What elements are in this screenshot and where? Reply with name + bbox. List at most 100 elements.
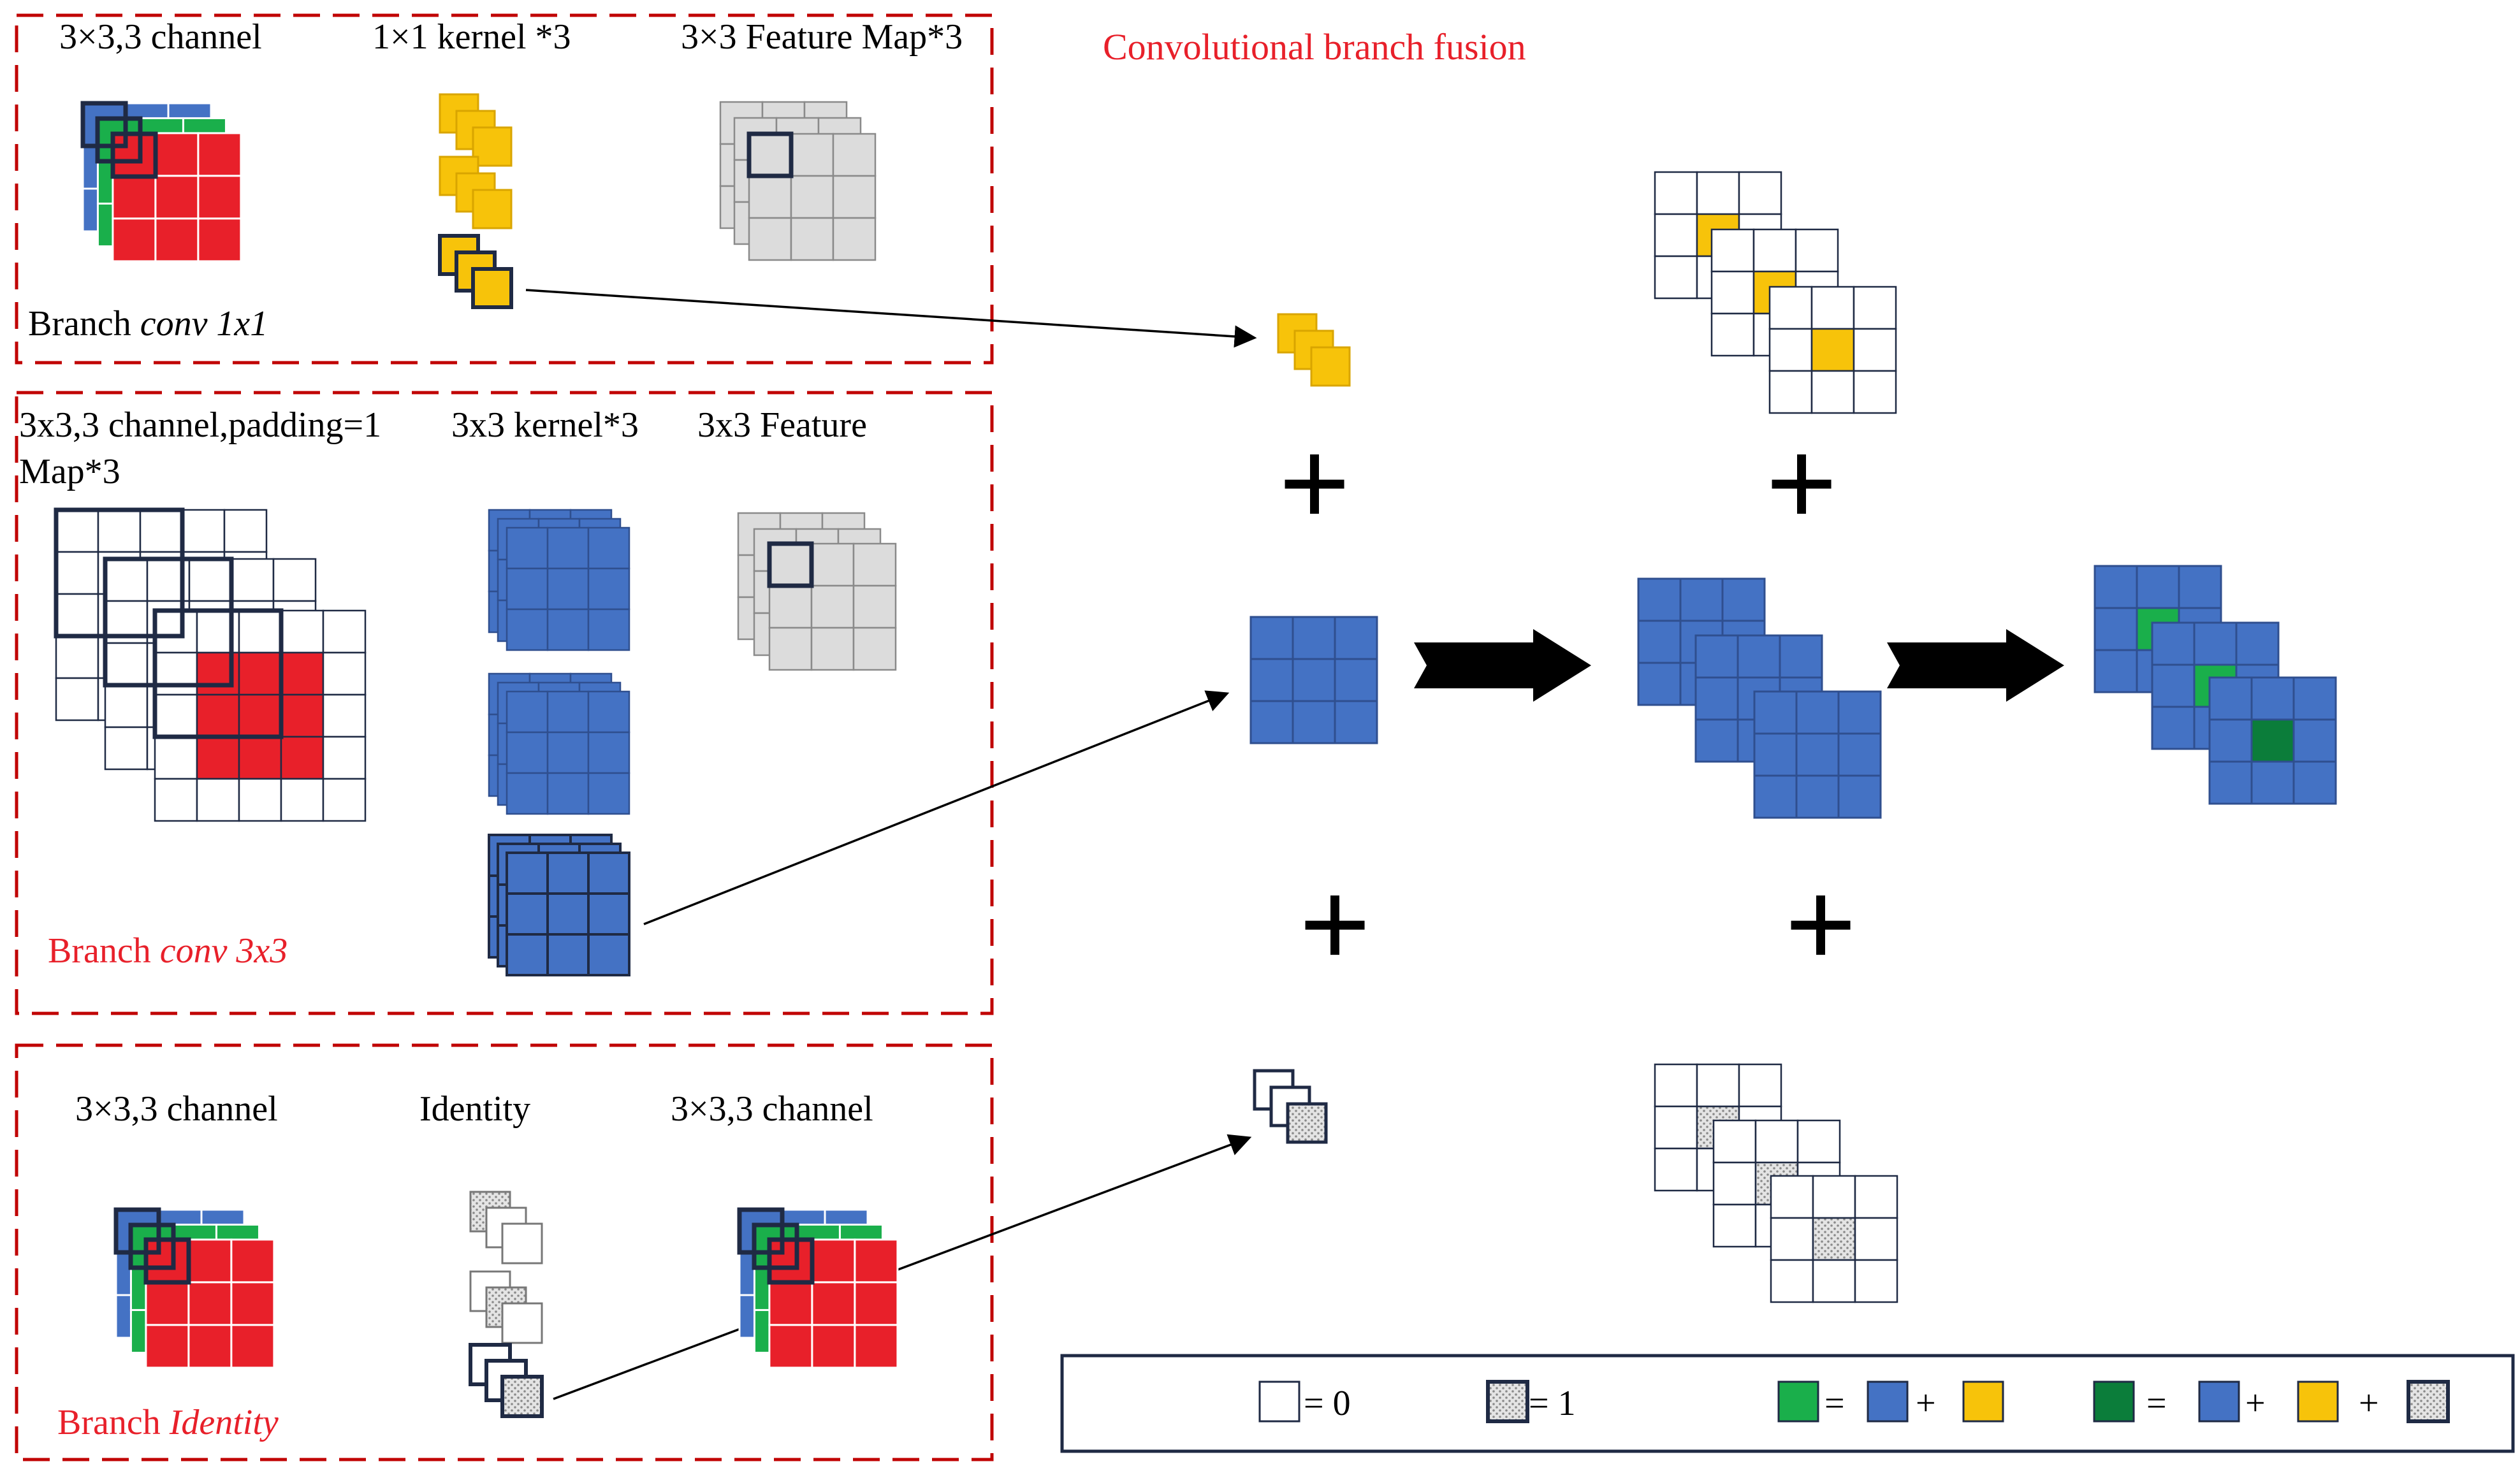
expanded-identity-cell	[1854, 1259, 1898, 1303]
padded-input-cell	[196, 778, 240, 822]
kernel-3x3-cell	[546, 933, 590, 976]
padded-input-cell	[238, 609, 282, 654]
fused-result-cell	[2094, 565, 2138, 609]
kernel-3x3-cell	[506, 690, 549, 734]
fused-identity-kernel	[1286, 1102, 1328, 1144]
branch-3x3-frame	[15, 391, 994, 1015]
kernel-3x3-cell	[506, 526, 549, 570]
padded-input-cell	[97, 509, 142, 553]
legend-one-swatch	[2407, 1380, 2450, 1423]
expanded-1x1-cell	[1810, 328, 1855, 372]
expanded-identity-cell	[1812, 1259, 1856, 1303]
input-channel-red	[112, 175, 157, 220]
feature-map-cell	[810, 627, 855, 671]
expanded-identity-cell	[1712, 1119, 1757, 1164]
stacked-3x3-cell	[1737, 634, 1781, 679]
window-highlight	[95, 116, 143, 164]
branch-1x1-input-label: 3×3,3 channel	[59, 17, 262, 57]
fused-result-cell	[2151, 663, 2196, 708]
legend-plus-text: +	[1916, 1384, 1936, 1423]
plus-sign: +	[1784, 855, 1857, 996]
branch-identity-input-label: 3×3,3 channel	[75, 1089, 278, 1129]
branch-3x3-title: Branch conv 3x3	[48, 931, 288, 971]
output-channel-red	[811, 1324, 856, 1369]
merge-arrow	[1414, 629, 1591, 702]
kernel-3x3-cell	[506, 892, 549, 936]
input-channel-red	[187, 1324, 233, 1369]
expanded-1x1-cell	[1752, 228, 1797, 273]
input-channel-red	[145, 1238, 190, 1284]
fused-3x3-kernel-cell	[1334, 616, 1378, 660]
expanded-1x1-cell	[1710, 270, 1755, 315]
padded-input-cell	[322, 778, 367, 822]
branch-identity-title: Branch Identity	[57, 1403, 279, 1442]
stacked-3x3-cell	[1637, 620, 1682, 664]
window-highlight	[152, 608, 284, 739]
expanded-identity-cell	[1796, 1119, 1841, 1164]
stacked-3x3-cell	[1795, 690, 1840, 735]
stacked-3x3-cell	[1694, 676, 1739, 721]
input-channel-red	[145, 1324, 190, 1369]
output-channel-red	[811, 1281, 856, 1326]
feature-map-cell	[852, 542, 897, 587]
expanded-identity-cell	[1812, 1175, 1856, 1219]
padded-input-cell	[188, 558, 233, 602]
window-highlight	[143, 1237, 191, 1285]
padded-input-cell	[154, 736, 198, 780]
expanded-1x1-cell	[1810, 370, 1855, 414]
kernel-3x3-cell	[587, 851, 630, 895]
plus-sign: +	[1278, 414, 1351, 554]
kernel-3x3-cell	[506, 851, 549, 895]
expanded-identity-cell	[1654, 1105, 1698, 1150]
expanded-1x1-cell	[1654, 255, 1698, 300]
window-highlight	[752, 1222, 799, 1270]
feature-map-cell	[748, 217, 792, 261]
expanded-1x1-cell	[1810, 286, 1855, 330]
output-channel-red	[768, 1324, 813, 1369]
branch-3x3-input-label-2: Map*3	[19, 452, 120, 491]
stacked-3x3-cell	[1753, 732, 1798, 777]
expanded-1x1-cell	[1654, 171, 1698, 215]
padded-input-cell	[196, 736, 240, 780]
legend-zero-swatch	[1258, 1380, 1300, 1423]
input-channel-red	[230, 1324, 275, 1369]
fused-3x3-kernel-cell	[1292, 658, 1336, 702]
expanded-1x1-cell	[1795, 228, 1839, 273]
expanded-1x1-cell	[1738, 171, 1782, 215]
window-highlight	[110, 131, 158, 179]
legend-yellow-swatch	[1962, 1380, 2004, 1423]
padded-input-cell	[280, 693, 324, 738]
feature-map-cell	[832, 217, 877, 261]
kernel-3x3-cell	[506, 608, 549, 651]
legend-eq-text: =	[2146, 1384, 2167, 1423]
connector-arrow	[525, 289, 1257, 348]
output-channel-red	[854, 1238, 899, 1284]
kernel-3x3-cell	[587, 567, 630, 611]
input-channel-red	[230, 1281, 275, 1326]
fused-result-cell	[2235, 621, 2280, 666]
expanded-identity-cell	[1712, 1161, 1757, 1206]
stacked-3x3-cell	[1637, 662, 1682, 706]
feature-map-cell	[790, 217, 834, 261]
window-highlight	[737, 1207, 785, 1255]
kernel-3x3-cell	[546, 690, 590, 734]
fused-3x3-kernel-cell	[1249, 700, 1294, 744]
branch-3x3-kernel-label: 3x3 kernel*3	[451, 405, 639, 445]
padded-input-cell	[55, 677, 99, 721]
kernel-3x3-cell	[546, 851, 590, 895]
expanded-1x1-cell	[1853, 328, 1897, 372]
padded-input-cell	[322, 651, 367, 696]
legend-green-swatch	[1777, 1380, 1819, 1423]
branch-identity-kernel-label: Identity	[419, 1089, 530, 1129]
output-channel-red	[854, 1281, 899, 1326]
padded-input-cell	[280, 778, 324, 822]
window-highlight	[747, 131, 794, 178]
branch-1x1-kernel-label: 1×1 kernel *3	[372, 17, 571, 57]
expanded-identity-cell	[1712, 1203, 1757, 1248]
expanded-1x1-cell	[1853, 370, 1897, 414]
feature-map-cell	[810, 584, 855, 629]
output-channel-red	[854, 1324, 899, 1369]
expanded-1x1-cell	[1768, 370, 1813, 414]
padded-input-cell	[55, 635, 99, 679]
